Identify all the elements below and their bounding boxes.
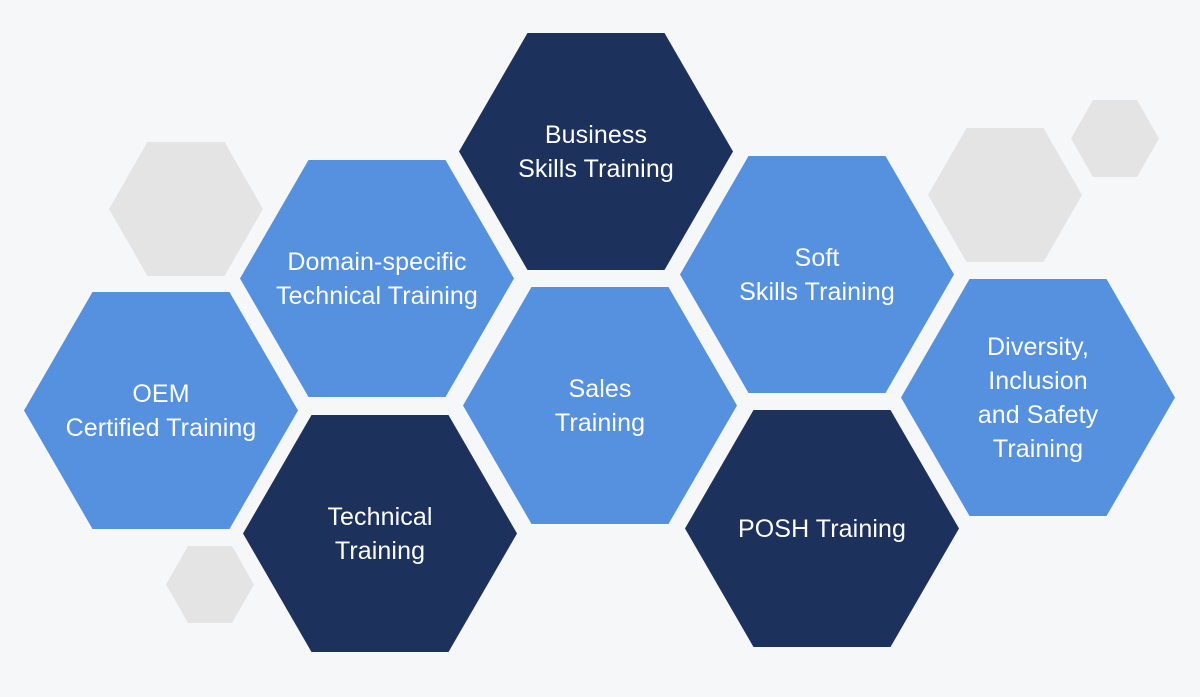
label-line: Diversity, [987,332,1089,361]
hexagon-label: Business Skills Training [518,118,674,186]
hexagon-domain-specific-technical-training: Domain-specific Technical Training [240,160,514,397]
label-line: Sales [568,374,632,403]
hexagon-label: Sales Training [555,372,645,440]
label-line: and Safety [977,400,1099,429]
label-line: Skills Training [518,154,674,183]
decorative-hexagon-left [109,142,263,276]
label-line: Training [554,408,646,437]
label-line: Skills Training [739,277,895,306]
hexagon-label: Soft Skills Training [739,241,895,309]
label-line: POSH Training [737,514,907,543]
label-line: Domain-specific [287,247,467,276]
label-line: Business [544,120,648,149]
label-line: Inclusion [988,366,1088,395]
label-line: Training [992,434,1084,463]
hexagon-technical-training: Technical Training [243,415,517,652]
hexagon-label: OEM Certified Training [66,377,257,445]
decorative-hexagon-right [928,128,1082,262]
hexagon-label: POSH Training [738,512,906,546]
hexagon-oem-certified-training: OEM Certified Training [24,292,298,529]
hexagon-sales-training: Sales Training [463,287,737,524]
hexagon-business-skills-training: Business Skills Training [459,33,733,270]
hexagon-label: Diversity, Inclusion and Safety Training [978,330,1099,466]
label-line: Certified Training [65,413,257,442]
hexagon-label: Domain-specific Technical Training [276,245,478,313]
hexagon-soft-skills-training: Soft Skills Training [680,156,954,393]
label-line: Soft [794,243,840,272]
hexagon-diversity-inclusion-safety-training: Diversity, Inclusion and Safety Training [901,279,1175,516]
hexagon-posh-training: POSH Training [685,410,959,647]
label-line: Training [334,536,426,565]
label-line: OEM [132,379,190,408]
hexagon-label: Technical Training [327,500,432,568]
label-line: Technical Training [276,281,478,310]
decorative-hexagon-top-right [1071,100,1159,177]
decorative-hexagon-bottom-left [166,546,254,623]
label-line: Technical [327,502,433,531]
